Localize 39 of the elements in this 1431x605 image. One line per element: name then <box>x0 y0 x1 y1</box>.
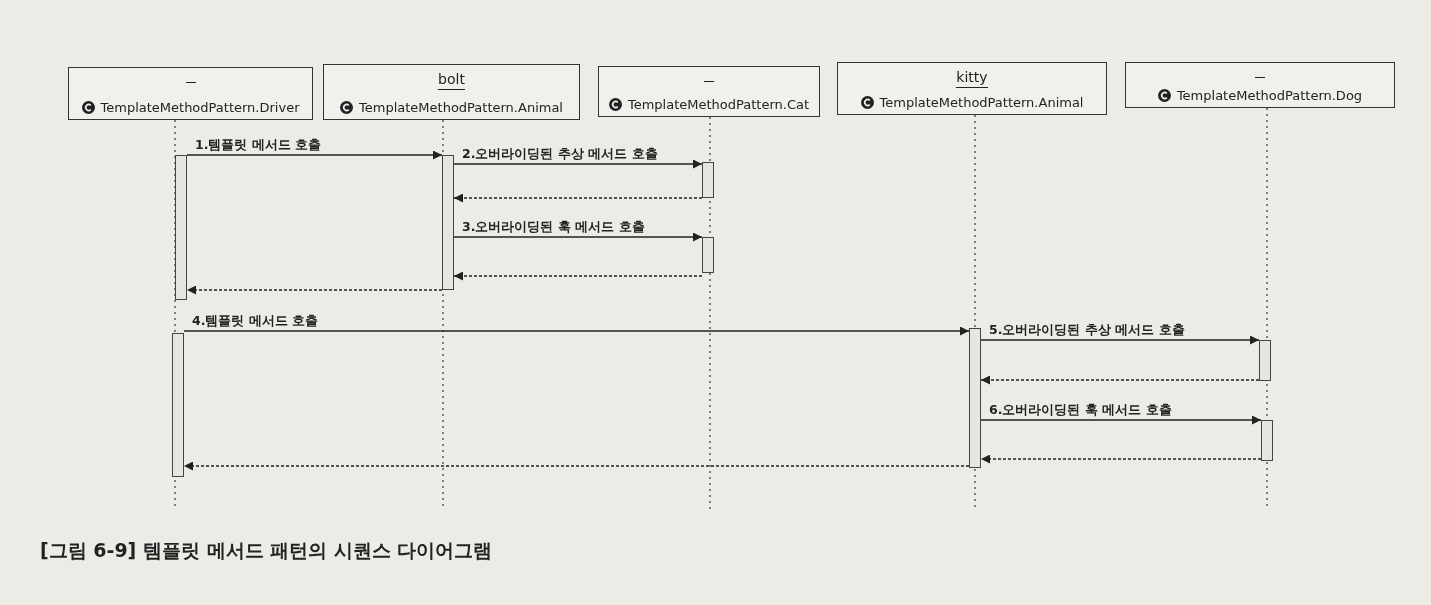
message-arrow <box>183 461 970 471</box>
object-name: bolt <box>438 71 465 90</box>
participant-box <box>68 67 313 120</box>
message-label: 4.템플릿 메서드 호출 <box>192 313 319 330</box>
participant-box <box>1125 62 1395 108</box>
class-name: TemplateMethodPattern.Animal <box>879 95 1084 110</box>
class-name: TemplateMethodPattern.Animal <box>359 100 563 115</box>
activation-bar <box>702 237 714 273</box>
message-arrow <box>980 415 1262 425</box>
activation-bar <box>172 333 184 477</box>
message-arrow <box>453 159 703 169</box>
activation-bar <box>1259 340 1271 381</box>
message-arrow <box>453 232 703 242</box>
message-label: 6.오버라이딩된 훅 메서드 호출 <box>989 402 1172 419</box>
activation-bar <box>702 162 714 198</box>
message-arrow <box>980 375 1260 385</box>
activation-bar <box>442 155 454 290</box>
participant-box <box>598 66 820 117</box>
participant-box <box>323 64 580 120</box>
message-label: 2.오버라이딩된 추상 메서드 호출 <box>462 146 658 163</box>
activation-bar <box>969 328 981 468</box>
message-arrow <box>186 285 443 295</box>
message-arrow <box>186 150 443 160</box>
class-name: TemplateMethodPattern.Driver <box>100 100 300 115</box>
class-name: TemplateMethodPattern.Cat <box>627 97 810 112</box>
caption: [그림 6-9] 템플릿 메서드 패턴의 시퀀스 다이어그램 <box>40 538 493 563</box>
message-arrow <box>183 326 970 336</box>
class-name: TemplateMethodPattern.Dog <box>1176 88 1363 103</box>
message-label: 1.템플릿 메서드 호출 <box>195 137 322 154</box>
activation-bar <box>175 155 187 300</box>
participant-box <box>837 62 1107 115</box>
message-arrow <box>980 335 1260 345</box>
message-arrow <box>453 271 703 281</box>
message-label: 5.오버라이딩된 추상 메서드 호출 <box>989 322 1185 339</box>
message-label: 3.오버라이딩된 훅 메서드 호출 <box>462 219 645 236</box>
activation-bar <box>1261 420 1273 461</box>
message-arrow <box>980 454 1262 464</box>
message-arrow <box>453 193 703 203</box>
object-name: kitty <box>956 69 988 88</box>
